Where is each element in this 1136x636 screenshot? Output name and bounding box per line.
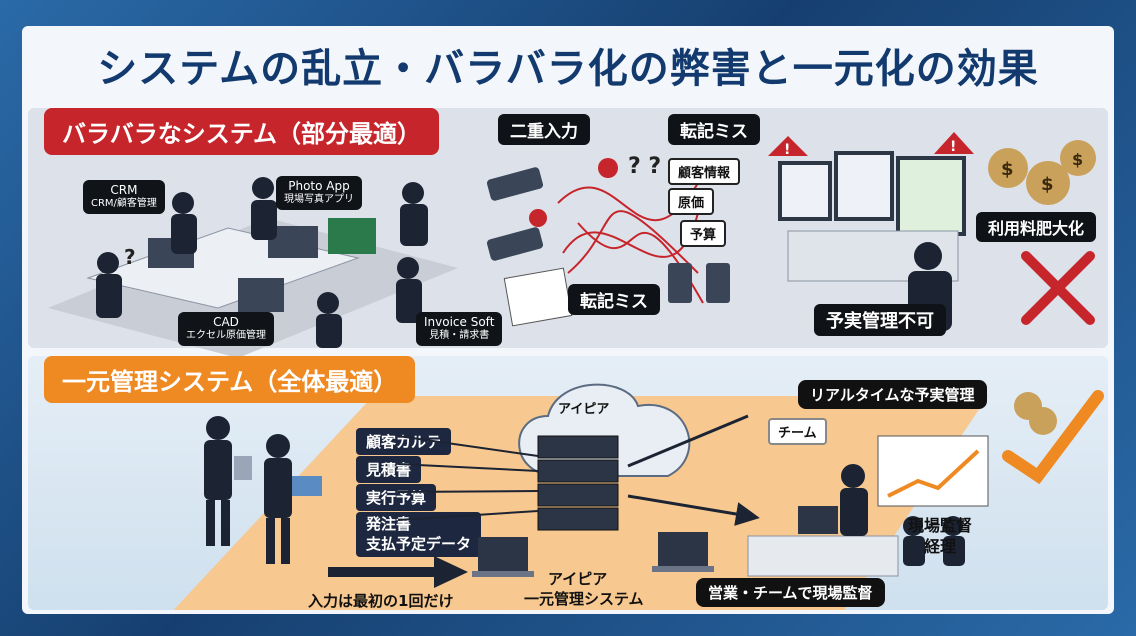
double-entry-tag: 二重入力: [498, 114, 590, 145]
team-tag: チーム: [768, 418, 827, 445]
data-item-cost: 原価: [668, 188, 715, 215]
crm-sub: CRM/顧客管理: [91, 198, 157, 209]
unified-system-panel: 一元管理システム（全体最適） 顧客カルテ 見積書 実行予算 発注書 支払予定デー…: [28, 356, 1108, 610]
unified-label: 一元管理システム（全体最適）: [44, 356, 416, 403]
crm-callout: CRM CRM/顧客管理: [83, 180, 165, 214]
roles-text: 現場監督 経理: [908, 516, 973, 556]
office-illustration: ?: [48, 177, 458, 358]
photo-app-callout: Photo App 現場写真アプリ: [276, 176, 362, 210]
transcription-error-tag-2: 転記ミス: [568, 284, 660, 315]
people-illustration: [204, 416, 322, 564]
monitors-illustration: ! !: [768, 132, 974, 331]
fragmented-systems-panel: バラバラなシステム（部分最適） ? CRM CRM/顧客管理 Pho: [28, 108, 1108, 358]
realtime-label: リアルタイムな予実管理: [798, 380, 987, 409]
invoice-name: Invoice Soft: [424, 315, 495, 329]
cloud-label: アイピア: [558, 402, 610, 417]
svg-text:$: $: [1001, 159, 1014, 180]
data-item-customer: 顧客情報: [668, 158, 741, 185]
transcription-error-tag-1: 転記ミス: [668, 114, 760, 145]
growth-check-icon: [1002, 390, 1104, 485]
cross-icon: [1021, 251, 1095, 325]
infographic: システムの乱立・バラバラ化の弊害と一元化の効果 バラバラなシステム（部分最適） …: [22, 26, 1114, 614]
cad-name: CAD: [213, 315, 239, 329]
team-tag-text: チーム: [778, 426, 817, 441]
laptops-illustration: [472, 532, 714, 577]
module-estimate: 見積書: [356, 456, 422, 483]
module-execution-budget: 実行予算: [356, 484, 437, 511]
svg-text:?: ?: [124, 245, 136, 269]
page-title: システムの乱立・バラバラ化の弊害と一元化の効果: [97, 46, 1039, 92]
money-bags-icon: $ $ $: [988, 140, 1096, 205]
svg-text:!: !: [950, 139, 956, 155]
supervision-label: 営業・チームで現場監督: [696, 578, 885, 607]
svg-text:? ?: ? ?: [628, 154, 661, 179]
cad-sub: エクセル原価管理: [186, 330, 266, 341]
budget-unmanageable-tag: 予実管理不可: [814, 304, 946, 336]
tangled-lines-illustration: ? ?: [486, 154, 730, 327]
invoice-sub: 見積・請求書: [429, 330, 490, 341]
photo-app-name: Photo App: [288, 179, 350, 193]
photo-app-sub: 現場写真アプリ: [284, 194, 354, 205]
svg-text:$: $: [1072, 150, 1083, 169]
svg-text:$: $: [1041, 174, 1054, 195]
cad-callout: CAD エクセル原価管理: [178, 312, 274, 346]
invoice-callout: Invoice Soft 見積・請求書: [416, 312, 503, 346]
input-once-text: 入力は最初の1回だけ: [308, 592, 454, 610]
server-cloud-illustration: [397, 383, 728, 576]
crm-name: CRM: [110, 183, 138, 197]
system-name-2: 一元管理システム: [524, 590, 644, 608]
office-desk-illustration: [747, 435, 989, 577]
svg-text:!: !: [784, 142, 790, 158]
input-arrow: [328, 556, 468, 588]
data-item-budget: 予算: [680, 220, 727, 247]
system-name-1: アイピア: [548, 570, 608, 588]
fee-bloat-tag: 利用料肥大化: [976, 212, 1097, 242]
fragmented-label: バラバラなシステム（部分最適）: [44, 108, 440, 155]
